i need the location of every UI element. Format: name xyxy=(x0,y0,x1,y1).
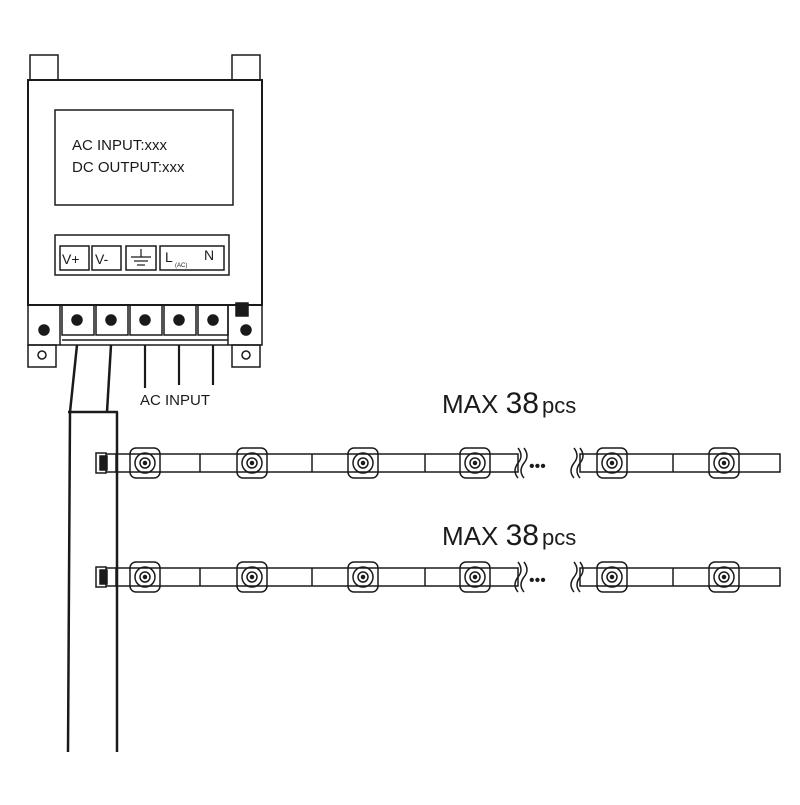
screw-line xyxy=(173,314,185,326)
terminal-label-box-ground xyxy=(125,245,157,271)
terminal-label-line: L xyxy=(165,249,173,265)
screw-left xyxy=(38,324,50,336)
led-module xyxy=(129,561,161,593)
terminal-label-vminus: V- xyxy=(95,251,109,267)
screw-neutral xyxy=(207,314,219,326)
label-ac-input: AC INPUT:xxx xyxy=(72,137,168,154)
label-panel xyxy=(54,109,234,206)
power-supply-body xyxy=(27,79,263,306)
mounting-tab-left xyxy=(29,54,59,81)
dc-output-wires xyxy=(66,344,119,753)
led-module xyxy=(236,447,268,479)
led-module xyxy=(347,561,379,593)
ac-input-wires xyxy=(143,345,215,388)
power-supply: AC INPUT:xxx DC OUTPUT:xxx V+ V- L (AC) … xyxy=(27,54,263,368)
led-module xyxy=(459,561,491,593)
label-dc-output: DC OUTPUT:xxx xyxy=(72,159,185,176)
mount-foot-right xyxy=(231,344,261,368)
ground-icon xyxy=(131,249,151,266)
string-2-ellipsis: ••• xyxy=(529,572,546,589)
terminal-label-box-vplus xyxy=(59,245,90,271)
led-module xyxy=(708,447,740,479)
screw-ground xyxy=(139,314,151,326)
screw-vplus xyxy=(71,314,83,326)
led-string-1: ••• xyxy=(95,447,781,479)
terminal-legend xyxy=(54,234,230,276)
led-module xyxy=(347,447,379,479)
ac-input-label: AC INPUT xyxy=(140,392,210,409)
terminal-label-neutral: N xyxy=(204,247,214,263)
mount-hole-left xyxy=(37,350,47,360)
led-module xyxy=(708,561,740,593)
led-module xyxy=(459,447,491,479)
terminal-label-line-sub: (AC) xyxy=(175,263,187,269)
terminal-label-box-vminus xyxy=(91,245,122,271)
screw-vminus xyxy=(105,314,117,326)
screw-right xyxy=(240,324,252,336)
led-string-2: ••• xyxy=(95,561,781,593)
string-1-ellipsis: ••• xyxy=(529,458,546,475)
led-module xyxy=(596,561,628,593)
led-module xyxy=(236,561,268,593)
led-module xyxy=(596,447,628,479)
terminal-label-box-ac xyxy=(159,245,225,271)
mounting-tab-right xyxy=(231,54,261,81)
indicator-block xyxy=(235,302,249,317)
mount-hole-right xyxy=(241,350,251,360)
terminal-screws xyxy=(38,302,252,341)
terminal-label-vplus: V+ xyxy=(62,251,80,267)
led-module xyxy=(129,447,161,479)
mount-foot-left xyxy=(27,344,57,368)
